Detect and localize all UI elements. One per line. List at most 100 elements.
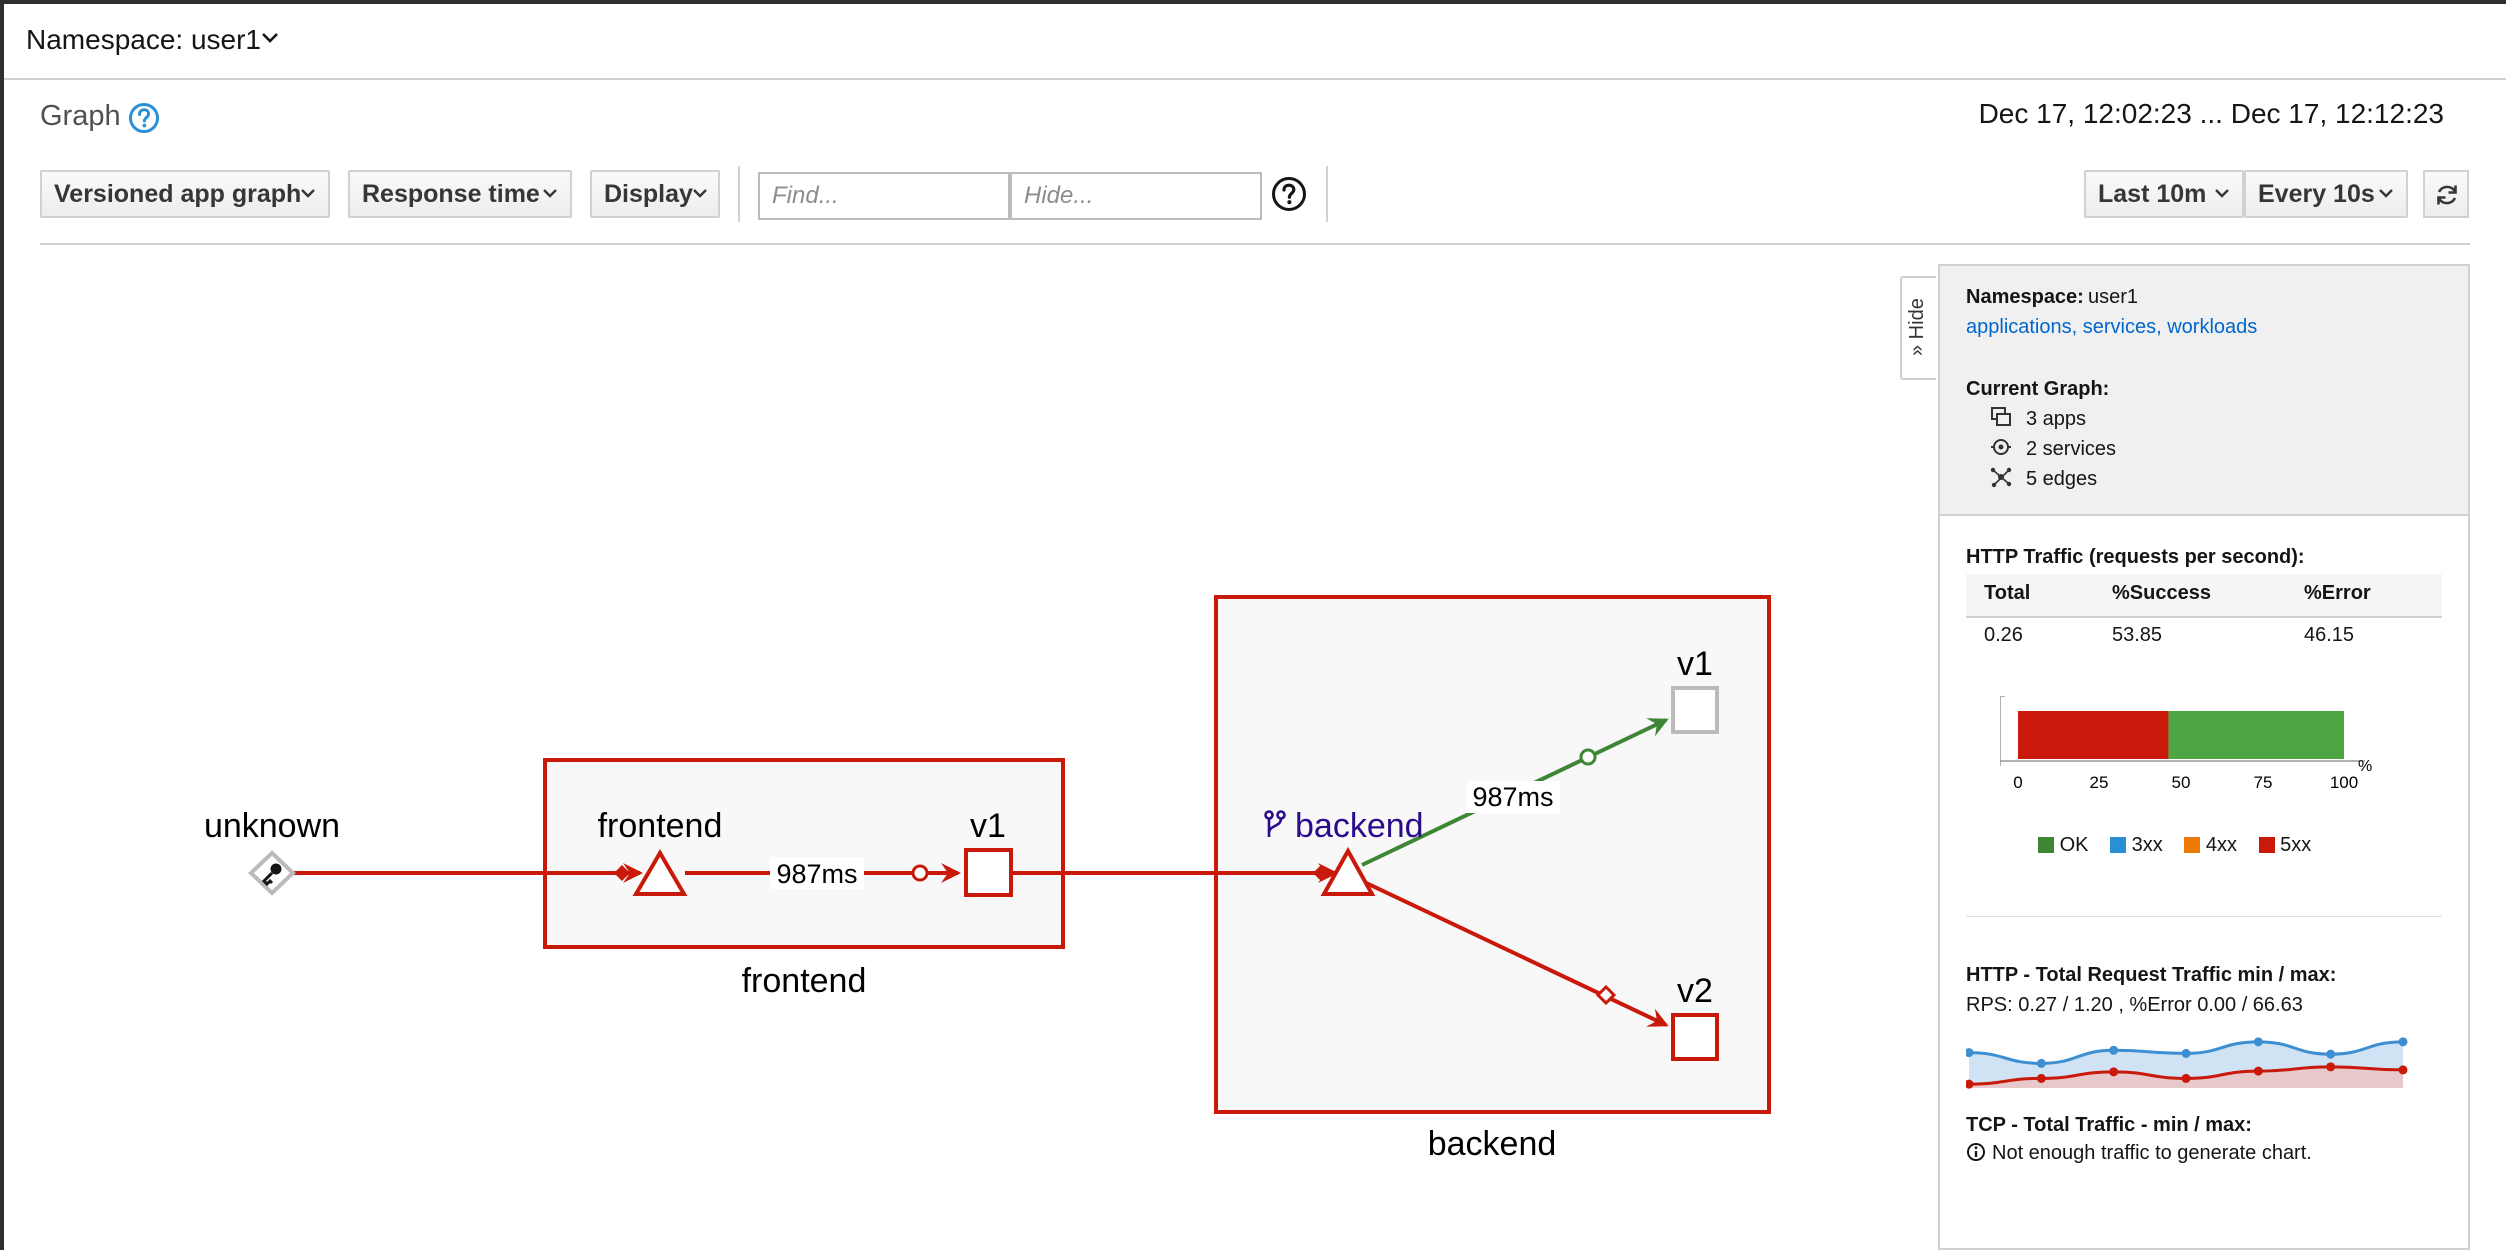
sparkline-point-rps [2181,1048,2191,1058]
backend-v1-label: v1 [1677,645,1713,683]
sparkline-point-error [2326,1062,2336,1072]
chevron-down-icon[interactable] [259,26,281,48]
edge-label-background [1466,781,1560,813]
hide-panel-label: » Hide [1906,298,1928,356]
find-hide-help-icon[interactable] [1271,176,1307,212]
traffic-dot-marker [911,864,929,882]
graph-type-dropdown[interactable]: Versioned app graph [40,170,330,218]
display-label: Display [604,180,693,208]
sparkline-point-rps [2398,1037,2408,1047]
hide-input[interactable] [1010,172,1262,220]
sparkline-point-error [2398,1065,2408,1075]
edge-label-background [770,857,864,889]
summary-panel: Namespace: user1 applications, services,… [1938,264,2470,1250]
toolbar-separator [738,166,740,222]
services-link[interactable]: services [2082,316,2157,338]
caret-down-icon [693,189,707,198]
backend-v1-node[interactable] [1671,686,1719,734]
request-traffic-value: RPS: 0.27 / 1.20 , %Error 0.00 / 66.63 [1966,994,2303,1016]
duration-label: Last 10m [2098,180,2207,208]
help-icon[interactable] [128,102,160,134]
panel-divider [1966,916,2442,917]
refresh-button[interactable] [2423,170,2469,218]
mtls-diamond-marker [614,865,630,881]
legend-swatch-ok [2038,837,2054,853]
graph-type-label: Versioned app graph [54,180,302,208]
refresh-icon [2437,185,2457,205]
panel-links: applications, services, workloads [1966,316,2258,338]
panel-namespace-value: user1 [2088,286,2139,308]
current-graph-label: Current Graph: [1966,378,2110,400]
applications-link[interactable]: applications [1966,316,2072,338]
http-traffic-title: HTTP Traffic (requests per second): [1966,546,2305,568]
frontend-service-label: frontend [598,807,723,845]
tcp-traffic-note: Not enough traffic to generate chart. [1992,1142,2312,1164]
table-header-error: %Error [2304,582,2371,604]
stat-apps: 3 apps [2026,408,2087,430]
caret-down-icon [2379,189,2393,198]
sparkline-point-rps [2109,1045,2119,1055]
bar-axis-tick: 25 [2090,773,2109,792]
backend-v2-node[interactable] [1671,1013,1719,1061]
refresh-interval-label: Every 10s [2258,180,2375,208]
frontend-v1-node[interactable] [964,848,1013,897]
stat-services: 2 services [2026,438,2117,460]
refresh-interval-dropdown[interactable]: Every 10s [2244,170,2408,218]
find-input[interactable] [758,172,1010,220]
services-icon [1991,439,2011,455]
sparkline-point-rps [2326,1049,2336,1059]
backend-service-label: backend [1295,807,1424,845]
unknown-node-label: unknown [204,807,340,845]
frontend-box-label: frontend [742,962,867,1000]
namespace-selector[interactable]: Namespace: user1 [26,24,262,55]
legend-4xx: 4xx [2205,834,2237,856]
bar-axis-tick: 75 [2254,773,2273,792]
request-traffic-sparkline [1966,1037,2408,1089]
sparkline-point-error [1966,1079,1974,1089]
panel-namespace-label: Namespace: [1966,286,2084,308]
bar-axis-tick: 100 [2330,773,2358,792]
legend-swatch-5xx [2258,837,2275,853]
frontend-v1-label: v1 [970,807,1006,845]
frontend-service-node[interactable] [632,849,688,896]
edge-labels-dropdown[interactable]: Response time [348,170,572,218]
edge-label-frontend-v1: 987ms [776,859,857,889]
sparkline-point-rps [1966,1048,1974,1058]
backend-v2-label: v2 [1677,972,1713,1010]
request-traffic-title: HTTP - Total Request Traffic min / max: [1966,964,2337,986]
edges-icon [1990,467,2012,488]
traffic-table-header [1966,574,2442,618]
info-icon [1967,1143,1985,1161]
caret-down-icon [2215,189,2229,198]
backend-service-node[interactable] [1320,846,1376,896]
sparkline-point-error [2253,1066,2263,1076]
legend-ok: OK [2059,834,2089,856]
panel-summary-section [1940,266,2468,516]
traffic-legend: OK 3xx 4xx 5xx [2038,834,2311,857]
stat-edges: 5 edges [2026,468,2098,490]
code-branch-icon [1264,810,1286,837]
legend-3xx: 3xx [2131,834,2163,856]
window-left-border [0,0,4,1250]
bar-axis-tick: 50 [2172,773,2191,792]
table-header-success: %Success [2112,582,2211,604]
bar-axis-tick: 0 [2013,773,2022,792]
sparkline-point-error [2109,1067,2119,1077]
edge-backend-to-v2[interactable] [1361,879,1669,1027]
duration-dropdown[interactable]: Last 10m [2084,170,2244,218]
display-dropdown[interactable]: Display [590,170,720,218]
backend-box-label: backend [1428,1125,1557,1163]
hide-panel-tab[interactable]: » Hide [1900,276,1936,380]
window-top-border [0,0,2506,4]
service-graph[interactable]: unknown frontend v1 backend v1 v2 987ms … [0,245,1900,1250]
legend-swatch-3xx [2110,837,2127,853]
legend-swatch-4xx [2184,837,2201,853]
workloads-link[interactable]: workloads [2167,316,2258,338]
mtls-diamond-marker [1595,984,1617,1006]
unknown-node[interactable] [248,850,296,896]
ok-bar-segment [2168,711,2344,759]
sparkline-point-rps [2036,1058,2046,1068]
table-cell-total: 0.26 [1984,624,2023,646]
sparkline-points [1966,1037,2408,1089]
table-header-total: Total [1984,582,2031,604]
